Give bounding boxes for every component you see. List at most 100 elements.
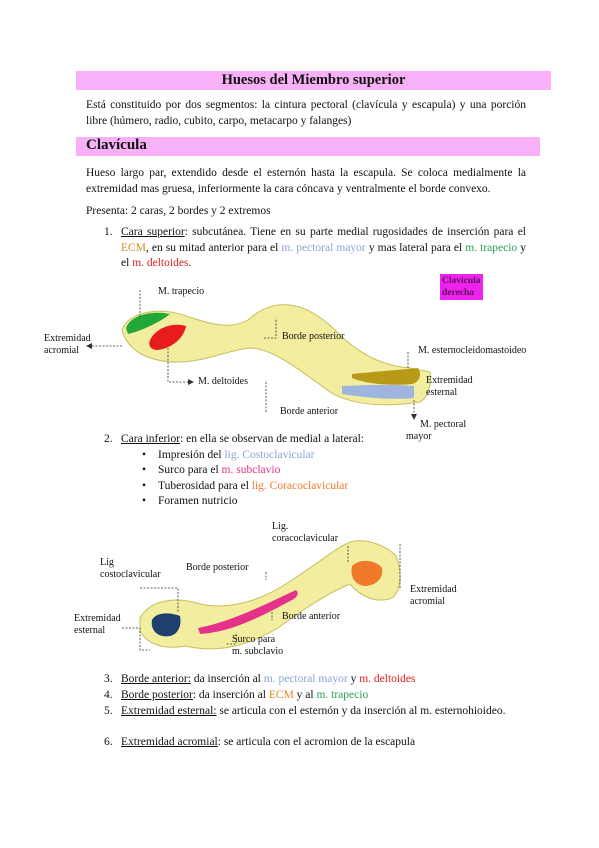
label-line: mayor: [406, 431, 432, 442]
label-lig-coracoclavicular: Lig.coracoclavicular: [272, 521, 338, 545]
item-1-label: Cara superior: [121, 226, 185, 238]
text-span: : en ella se observan de medial a latera…: [180, 433, 364, 445]
item-2-number: 2.: [104, 433, 113, 445]
item-3-text: Borde anterior: da inserción al m. pecto…: [121, 672, 415, 688]
text-span: y al: [293, 689, 317, 701]
costoclavicular-impression: [151, 613, 181, 637]
text-span: : se articula con el acromion de la esca…: [217, 736, 416, 748]
text-span: da inserción al: [190, 673, 264, 685]
text-span: se articula con el esternón y da inserci…: [216, 705, 506, 717]
text-span: .: [188, 257, 192, 269]
clavicle-side-badge: Clavícula derecha: [440, 274, 483, 300]
costoclavicular-term: lig. Costoclavicular: [224, 449, 315, 461]
bullet-3-text: Tuberosidad para el lig. Coracoclavicula…: [158, 479, 348, 495]
label-m-deltoides: M. deltoides: [198, 376, 248, 387]
text-span: Impresión del: [158, 449, 225, 461]
section-highlight: [76, 137, 540, 156]
item-6-label: Extremidad acromial: [121, 736, 218, 748]
label-line: acromial: [44, 345, 79, 356]
label-line: m. subclavio: [232, 646, 284, 657]
label-line: acromial: [410, 596, 445, 607]
item-5-text: Extremidad esternal: se articula con el …: [121, 704, 526, 720]
bullet-3: •: [142, 480, 147, 492]
trapecio-insertion: [126, 312, 170, 334]
item-1-number: 1.: [104, 226, 113, 238]
section-heading: Clavícula: [86, 137, 147, 153]
label-line: Extremidad: [44, 333, 91, 344]
ecm-term: ECM: [121, 241, 146, 254]
label-line: esternal: [426, 387, 458, 398]
bullet-2: •: [142, 464, 147, 476]
trapecio-term: m. trapecio: [465, 241, 518, 254]
label-borde-posterior-2: Borde posterior: [186, 562, 249, 573]
deltoides-term: m. deltoides: [359, 673, 416, 685]
text-span: : subcutánea. Tiene en su parte medial r…: [184, 226, 526, 238]
item-4-text: Borde posterior: da inserción al ECM y a…: [121, 688, 368, 704]
subclavio-term: m. subclavio: [221, 464, 281, 476]
bullet-1-text: Impresión del lig. Costoclavicular: [158, 448, 315, 464]
bullet-4: •: [142, 495, 147, 507]
text-span: y el: [121, 241, 527, 270]
intro-paragraph: Está constituido por dos segmentos: la c…: [86, 99, 526, 127]
clavicle-bone-superior: [121, 304, 431, 406]
text-span: y: [347, 673, 360, 685]
label-line: coracoclavicular: [272, 533, 339, 544]
ecm-term: ECM: [268, 689, 294, 701]
label-m-trapecio: M. trapecio: [158, 286, 205, 297]
bullet-4-text: Foramen nutricio: [158, 495, 238, 507]
coracoclavicular-term: lig. Coracoclavicular: [251, 480, 349, 492]
label-line: Extremidad: [74, 613, 121, 624]
description-paragraph: Hueso largo par, extendido desde el este…: [86, 167, 526, 195]
label-line: costoclavicular: [100, 569, 161, 580]
badge-line: Clavícula: [442, 276, 481, 286]
presenta-text: Presenta: 2 caras, 2 bordes y 2 extremos: [86, 205, 271, 217]
item-5-label: Extremidad esternal:: [121, 705, 217, 717]
trapecio-term: m. trapecio: [316, 689, 369, 701]
badge-line: derecha: [442, 288, 475, 298]
clavicle-bone-inferior: [139, 540, 401, 650]
text-span: Tuberosidad para el: [158, 480, 252, 492]
item-2-text: Cara inferior: en ella se observan de me…: [121, 432, 364, 448]
leader-borde-posterior: [264, 318, 277, 339]
item-5-number: 5.: [104, 705, 113, 717]
item-4-label: Borde posterior: [121, 689, 193, 701]
title-highlight: [76, 71, 551, 90]
item-3-label: Borde anterior:: [121, 673, 191, 685]
text-span: , en su mitad anterior para el: [145, 241, 282, 254]
coracoclavicular-tuberosity: [351, 560, 383, 586]
leader-ext-esternal: [122, 627, 150, 651]
page-title: Huesos del Miembro superior: [221, 72, 406, 88]
label-line: Surco para: [232, 634, 276, 645]
label-line: Lig: [100, 557, 114, 568]
bullet-2-text: Surco para el m. subclavio: [158, 463, 280, 479]
pectoral-term: m. pectoral mayor: [281, 241, 366, 254]
label-borde-anterior-2: Borde anterior: [282, 611, 341, 622]
label-line: Extremidad: [426, 375, 473, 386]
item-4-number: 4.: [104, 689, 113, 701]
item-2-label: Cara inferior: [121, 433, 181, 445]
text-span: : da inserción al: [192, 689, 269, 701]
item-6-number: 6.: [104, 736, 113, 748]
pectoral-insertion: [342, 384, 414, 399]
label-m-ecm: M. esternocleidomastoideo: [418, 345, 527, 356]
deltoides-insertion: [149, 324, 186, 350]
label-line: Extremidad: [410, 584, 457, 595]
label-line: M. pectoral: [420, 419, 467, 430]
label-line: esternal: [74, 625, 106, 636]
item-3-number: 3.: [104, 673, 113, 685]
label-borde-posterior: Borde posterior: [282, 331, 345, 342]
ecm-insertion: [352, 368, 420, 385]
arrow-deltoides: [188, 379, 194, 385]
bullet-1: •: [142, 449, 147, 461]
pectoral-term: m. pectoral mayor: [263, 673, 348, 685]
item-1-text: Cara superior: subcutánea. Tiene en su p…: [121, 225, 526, 272]
text-span: y mas lateral para el: [365, 241, 466, 254]
text-span: Surco para el: [158, 464, 222, 476]
